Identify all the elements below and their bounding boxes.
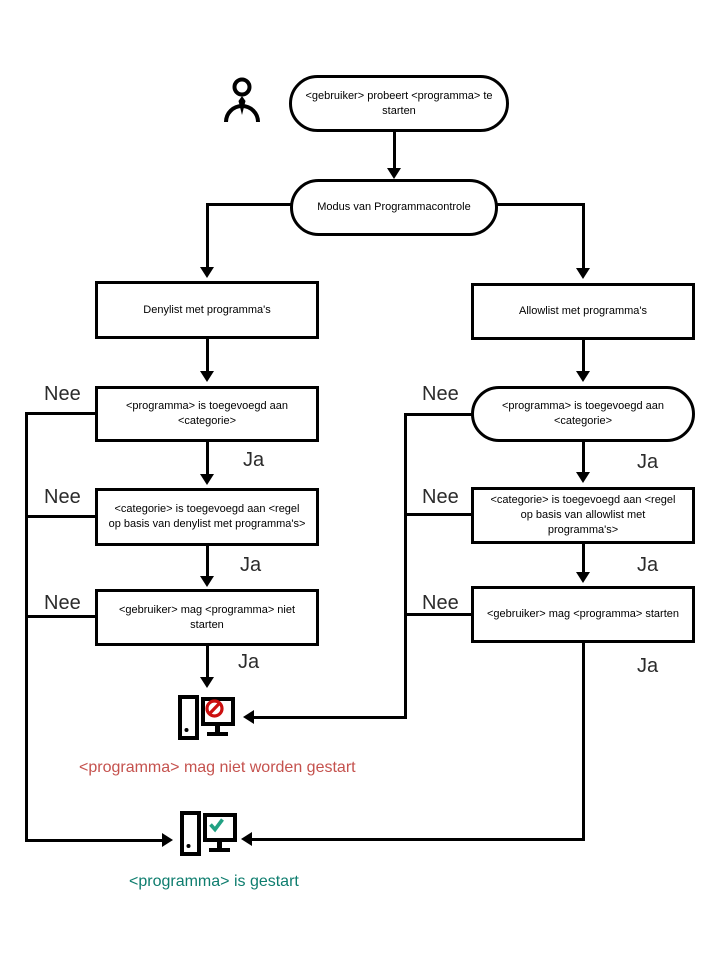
computer-started-icon xyxy=(180,811,237,856)
edge-label-ja: Ja xyxy=(238,651,260,673)
connector xyxy=(582,442,585,473)
deny-program-check-node: <programma> is toegevoegd aan <categorie… xyxy=(95,386,319,442)
arrowhead xyxy=(241,832,252,846)
connector xyxy=(393,132,396,169)
arrowhead xyxy=(200,677,214,688)
edge-label-nee: Nee xyxy=(44,383,81,405)
started-outcome-text: <programma> is gestart xyxy=(129,873,299,890)
arrowhead xyxy=(200,371,214,382)
allow-category-check-node: <categorie> is toegevoegd aan <regel op … xyxy=(471,487,695,544)
edge-label-ja: Ja xyxy=(637,655,659,677)
connector xyxy=(582,340,585,372)
edge-label-ja: Ja xyxy=(637,554,659,576)
arrowhead xyxy=(243,710,254,724)
connector xyxy=(254,716,407,719)
computer-blocked-icon xyxy=(178,695,235,740)
arrowhead xyxy=(576,371,590,382)
arrowhead xyxy=(576,268,590,279)
connector-nee xyxy=(405,413,472,416)
check-icon xyxy=(209,818,224,833)
connector-nee-rail xyxy=(25,412,28,842)
connector xyxy=(252,838,585,841)
edge-label-nee: Nee xyxy=(44,486,81,508)
blocked-outcome-text: <programma> mag niet worden gestart xyxy=(79,759,356,776)
mode-node: Modus van Programmacontrole xyxy=(290,179,498,236)
connector xyxy=(207,203,293,206)
allowlist-node: Allowlist met programma's xyxy=(471,283,695,340)
connector xyxy=(495,203,585,206)
allow-program-check-node: <programma> is toegevoegd aan <categorie… xyxy=(471,386,695,442)
arrowhead xyxy=(576,572,590,583)
connector xyxy=(582,544,585,573)
arrowhead xyxy=(200,576,214,587)
person-icon xyxy=(224,77,260,123)
arrowhead xyxy=(387,168,401,179)
connector-nee xyxy=(27,412,95,415)
edge-label-nee: Nee xyxy=(422,486,459,508)
connector xyxy=(206,646,209,678)
edge-label-nee: Nee xyxy=(422,592,459,614)
connector xyxy=(25,839,162,842)
connector-nee-rail xyxy=(404,413,407,719)
connector-nee xyxy=(27,515,95,518)
arrowhead xyxy=(200,474,214,485)
arrowhead xyxy=(200,267,214,278)
edge-label-ja: Ja xyxy=(240,554,262,576)
arrowhead xyxy=(576,472,590,483)
connector xyxy=(582,203,585,269)
connector-ja-rail xyxy=(582,643,585,841)
connector-nee xyxy=(405,613,472,616)
connector xyxy=(206,442,209,475)
connector-nee xyxy=(27,615,95,618)
arrowhead xyxy=(162,833,173,847)
denylist-node: Denylist met programma's xyxy=(95,281,319,339)
edge-label-nee: Nee xyxy=(44,592,81,614)
edge-label-nee: Nee xyxy=(422,383,459,405)
connector xyxy=(206,546,209,577)
start-node: <gebruiker> probeert <programma> te star… xyxy=(289,75,509,132)
deny-category-check-node: <categorie> is toegevoegd aan <regel op … xyxy=(95,488,319,546)
allow-result-node: <gebruiker> mag <programma> starten xyxy=(471,586,695,643)
edge-label-ja: Ja xyxy=(243,449,265,471)
connector xyxy=(206,339,209,372)
deny-result-node: <gebruiker> mag <programma> niet starten xyxy=(95,589,319,646)
edge-label-ja: Ja xyxy=(637,451,659,473)
connector-nee xyxy=(405,513,472,516)
connector xyxy=(206,203,209,268)
